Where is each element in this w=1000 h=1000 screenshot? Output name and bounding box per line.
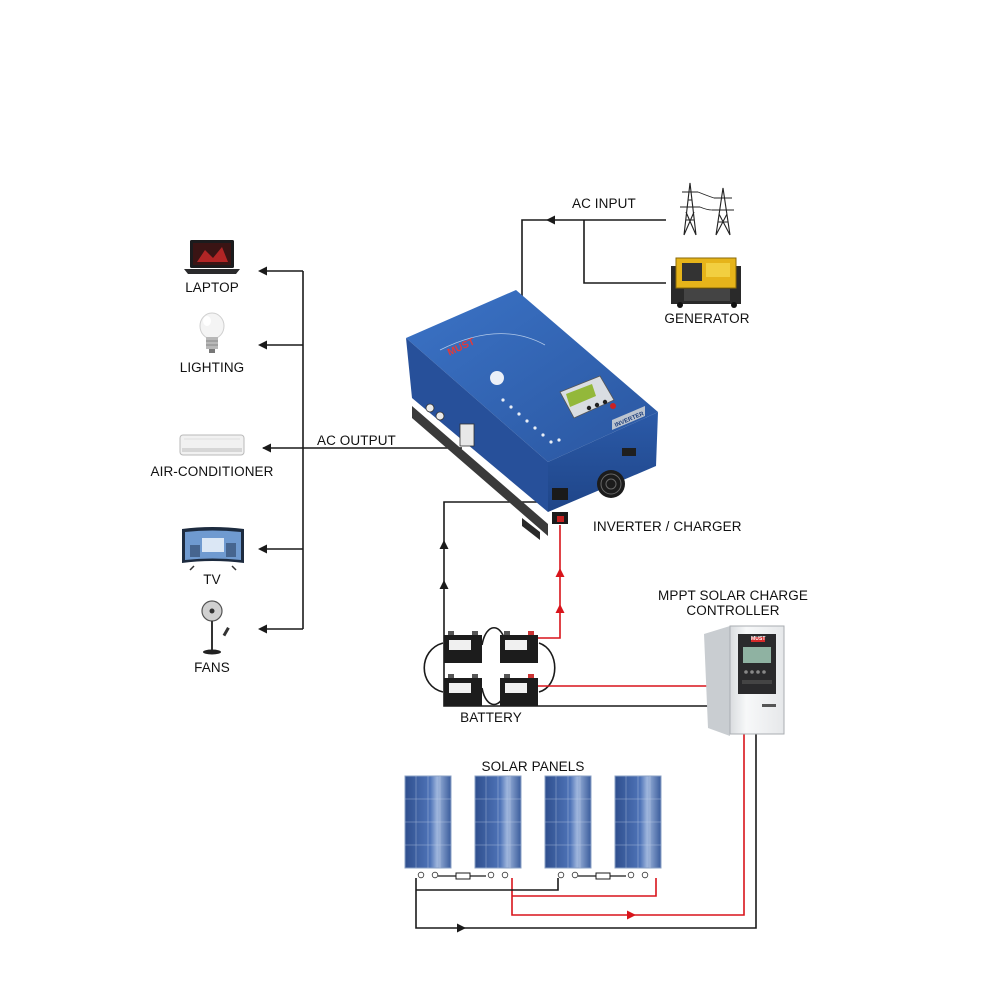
label-generator: GENERATOR	[664, 311, 750, 326]
charge-controller-icon	[704, 625, 785, 736]
label-lighting: LIGHTING	[179, 360, 245, 375]
label-inverter-charger: INVERTER / CHARGER	[593, 519, 742, 534]
label-tv: TV	[203, 572, 221, 587]
label-air-conditioner: AIR-CONDITIONER	[150, 464, 274, 479]
controller-brand-logo: MUST	[751, 636, 766, 642]
air-conditioner-icon	[179, 434, 245, 456]
ac-output-arrows	[258, 266, 271, 634]
label-fans: FANS	[194, 660, 230, 675]
ac-output-wiring	[260, 270, 462, 630]
solar-panel-icon	[544, 775, 592, 869]
solar-black-wiring	[415, 733, 757, 929]
battery-icon	[500, 674, 538, 706]
battery-icon	[444, 674, 482, 706]
label-ac-output: AC OUTPUT	[317, 433, 396, 448]
solar-panel-icon	[614, 775, 662, 869]
ac-input-wiring	[521, 219, 666, 300]
panel-terminals	[417, 871, 649, 879]
label-controller-line1: MPPT SOLAR CHARGE	[658, 588, 808, 603]
label-ac-input: AC INPUT	[572, 196, 636, 211]
ac-input-arrow	[546, 215, 555, 225]
generator-icon	[671, 257, 741, 308]
laptop-icon	[184, 240, 240, 274]
light-bulb-icon	[199, 312, 225, 353]
label-laptop: LAPTOP	[185, 280, 239, 295]
label-battery: BATTERY	[460, 710, 522, 725]
battery-icon	[444, 631, 482, 663]
inverter-icon	[406, 290, 658, 540]
battery-icon	[500, 631, 538, 663]
fan-icon	[201, 600, 230, 655]
solar-panel-icon	[404, 775, 452, 869]
label-controller-line2: CONTROLLER	[686, 603, 780, 618]
battery-inverter-red-wire	[538, 525, 561, 639]
label-solar-panels: SOLAR PANELS	[481, 759, 585, 774]
tv-icon	[182, 527, 244, 571]
power-tower-icon	[680, 182, 734, 236]
solar-panel-icon	[474, 775, 522, 869]
